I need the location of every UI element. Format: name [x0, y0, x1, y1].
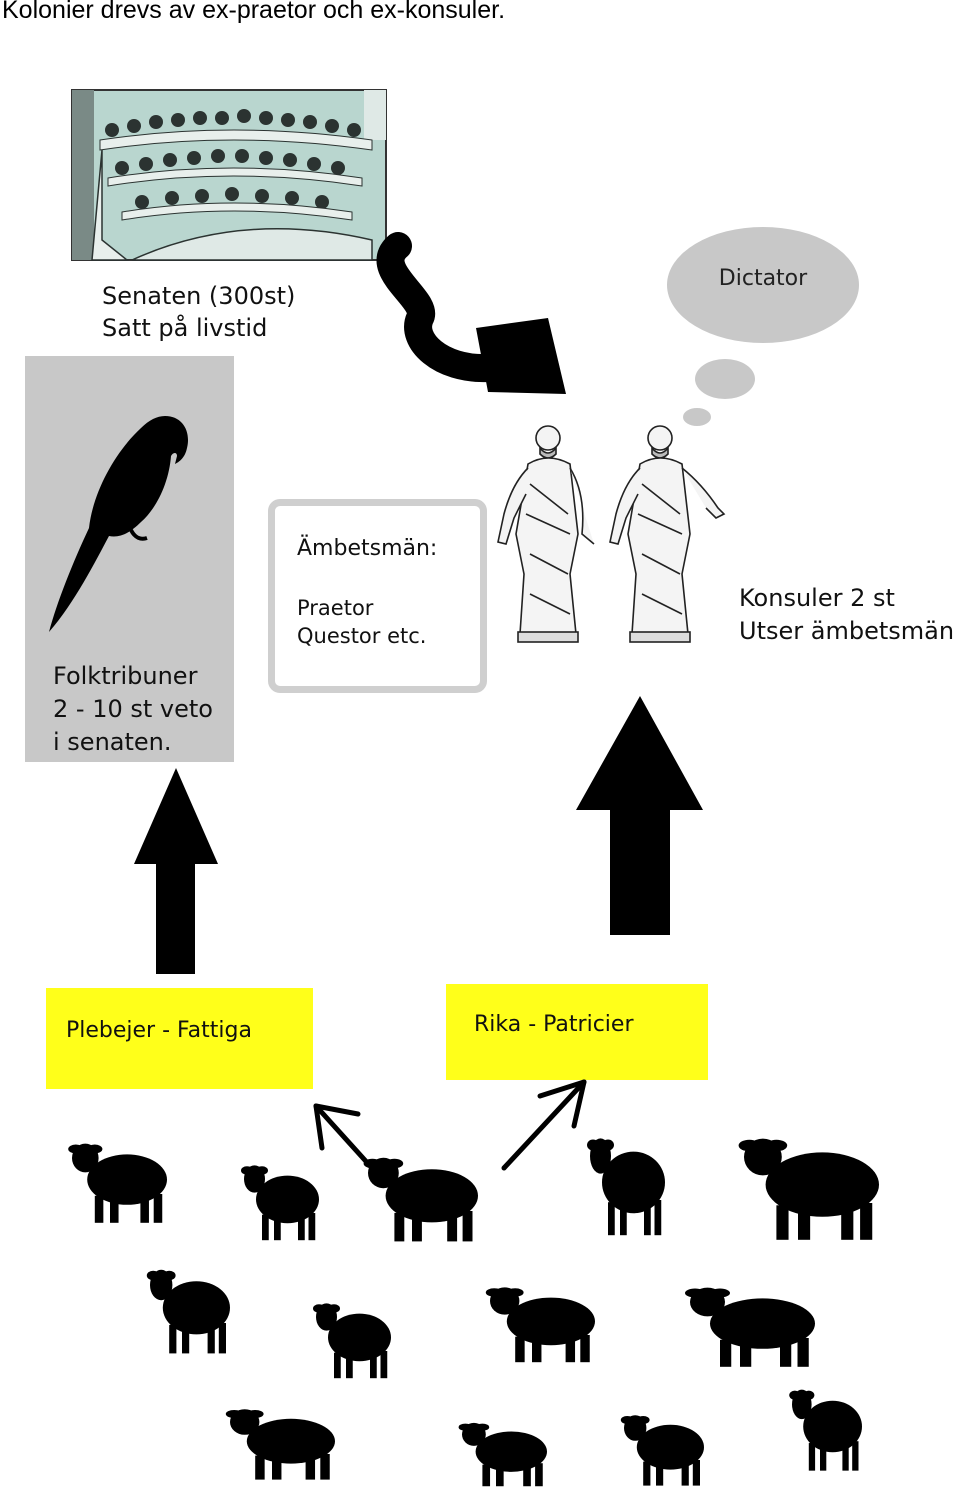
sheep-icon — [458, 1422, 547, 1487]
sheep-icon — [485, 1287, 595, 1363]
page-title: Kolonier drevs av ex-praetor och ex-kons… — [2, 0, 506, 24]
tribune-label-line2: 2 - 10 st veto — [53, 695, 213, 723]
sheep-icon — [241, 1165, 319, 1241]
dictator-label: Dictator — [718, 266, 808, 291]
patrician-box — [446, 984, 708, 1080]
sheep-icon — [313, 1303, 391, 1379]
officials-list: Praetor Questor etc. — [297, 594, 426, 650]
sheep-icon — [620, 1415, 704, 1486]
officials-line2: Questor etc. — [297, 624, 427, 648]
sheep-icon — [587, 1138, 665, 1236]
senate-label-line1: Senaten (300st) — [102, 282, 296, 310]
senate-label: Senaten (300st) Satt på livstid — [102, 280, 295, 344]
consul-label: Konsuler 2 st Utser ämbetsmän — [739, 582, 954, 648]
consul-label-line1: Konsuler 2 st — [739, 584, 895, 612]
sheep-icon — [225, 1409, 335, 1480]
roman-statue-icon — [497, 425, 726, 643]
sheep-icon — [685, 1287, 815, 1367]
tribune-label: Folktribuner 2 - 10 st veto i senaten. — [53, 660, 213, 759]
senate-engraving-icon — [71, 89, 387, 261]
officials-heading: Ämbetsmän: — [297, 536, 438, 561]
tribune-panel — [25, 356, 234, 762]
officials-line1: Praetor — [297, 596, 374, 620]
patrician-label: Rika - Patricier — [474, 1012, 634, 1037]
tribune-label-line1: Folktribuner — [53, 662, 198, 690]
sheep-icon — [363, 1157, 478, 1242]
tribune-label-line3: i senaten. — [53, 728, 172, 756]
sheep-icon — [789, 1389, 862, 1471]
plebeian-box — [46, 988, 313, 1089]
officials-box — [268, 499, 487, 693]
sheep-icon — [738, 1138, 879, 1240]
parrot-icon — [49, 416, 189, 632]
sheep-icon — [68, 1143, 167, 1223]
senate-label-line2: Satt på livstid — [102, 314, 268, 342]
sheep-icon — [146, 1269, 230, 1354]
consul-label-line2: Utser ämbetsmän — [739, 617, 955, 645]
plebeian-label: Plebejer - Fattiga — [66, 1018, 252, 1043]
